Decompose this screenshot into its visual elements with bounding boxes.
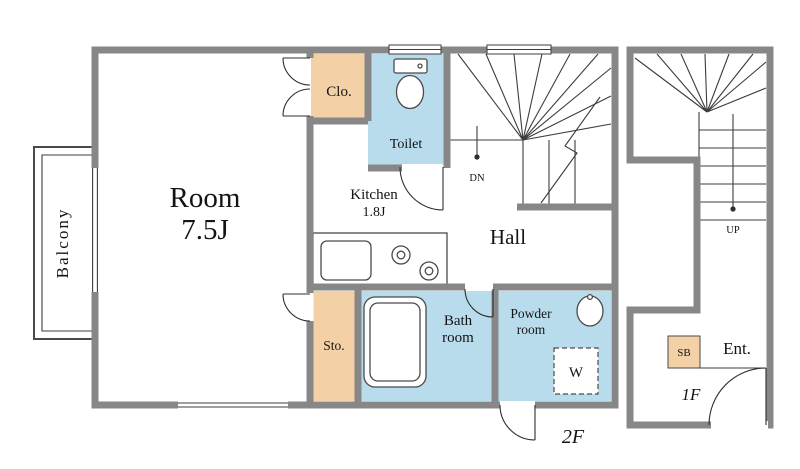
stair-walkline-dot-1f bbox=[730, 206, 736, 212]
washer-label: W bbox=[569, 365, 584, 381]
tan-rooms bbox=[311, 54, 701, 401]
entrance-label: Ent. bbox=[723, 339, 751, 358]
storage-label: Sto. bbox=[323, 338, 344, 353]
labels: Room 7.5J Clo. Toilet Kitchen 1.8J Hall … bbox=[170, 84, 751, 448]
balcony-floor bbox=[34, 147, 98, 339]
doorway-south-2f bbox=[500, 401, 535, 409]
hall-label: Hall bbox=[490, 225, 526, 249]
stairs-down-label: DN bbox=[469, 173, 485, 184]
washer-space bbox=[553, 347, 599, 395]
powder-room-label-line2: room bbox=[517, 322, 546, 337]
room-label-line1: Room bbox=[170, 182, 241, 214]
stove-burner-icon bbox=[396, 250, 406, 260]
doorway-bathroom bbox=[465, 283, 493, 291]
powder-sink-icon bbox=[576, 295, 604, 327]
bathroom-label-line1: Bath bbox=[444, 313, 473, 329]
bathtub-inner-icon bbox=[369, 302, 421, 382]
stair-fan-1f bbox=[634, 53, 767, 160]
balcony-outer-wall bbox=[33, 146, 98, 340]
window-room-west bbox=[91, 168, 99, 292]
powder-room-label-line1: Powder bbox=[510, 306, 552, 321]
shoebox-label: SB bbox=[677, 347, 690, 359]
balcony: Balcony bbox=[33, 146, 98, 340]
stairs-up-label: UP bbox=[726, 225, 740, 236]
stair-walkline-dot-2f bbox=[474, 154, 480, 160]
closet-label: Clo. bbox=[326, 84, 351, 100]
kitchen-label-line1: Kitchen bbox=[350, 187, 398, 203]
balcony-inner-wall bbox=[41, 154, 98, 332]
bathroom-door-arc bbox=[464, 288, 494, 318]
fixtures bbox=[312, 58, 766, 395]
openings bbox=[91, 44, 768, 429]
powder-sink-faucet-icon bbox=[586, 293, 594, 301]
toilet-flush-button-icon bbox=[417, 63, 423, 69]
window-room-south-lines bbox=[178, 402, 288, 408]
closet-area bbox=[311, 54, 368, 120]
floor2-label: 2F bbox=[562, 426, 585, 448]
interior-walls-2f bbox=[306, 47, 615, 405]
balcony-label: Balcony bbox=[53, 208, 72, 279]
stove-burner-icon bbox=[424, 266, 434, 276]
room-label-line2: 7.5J bbox=[181, 214, 229, 246]
entrance-door-arc-1f bbox=[708, 367, 767, 426]
stair-break-line-2f bbox=[540, 96, 601, 204]
outer-wall-1f bbox=[626, 46, 774, 429]
window-room-west-lines bbox=[92, 168, 98, 292]
floor1-label: 1F bbox=[682, 385, 702, 404]
toilet-tank-icon bbox=[393, 58, 428, 74]
toilet-bowl-icon bbox=[395, 74, 425, 110]
doorway-storage bbox=[306, 293, 314, 321]
south-door-arc-2f bbox=[499, 404, 536, 441]
stairs-1f bbox=[634, 53, 767, 221]
storage-area bbox=[311, 291, 358, 401]
shoebox-area bbox=[667, 335, 701, 369]
toilet-label: Toilet bbox=[390, 137, 423, 152]
storage-door-arc bbox=[282, 293, 311, 322]
window-room-south bbox=[178, 401, 288, 409]
stair-fan-2f bbox=[450, 53, 612, 204]
doorway-entrance-1f bbox=[711, 421, 768, 429]
stairs-2f bbox=[450, 53, 612, 204]
closet-double-door-arc bbox=[282, 57, 311, 117]
doors bbox=[282, 57, 767, 441]
doorway-toilet bbox=[402, 164, 443, 172]
toilet-door-arc bbox=[399, 166, 444, 211]
bathroom-label-line2: room bbox=[442, 330, 474, 346]
kitchen-label-line2: 1.8J bbox=[363, 205, 387, 220]
kitchen-sink bbox=[320, 240, 372, 281]
